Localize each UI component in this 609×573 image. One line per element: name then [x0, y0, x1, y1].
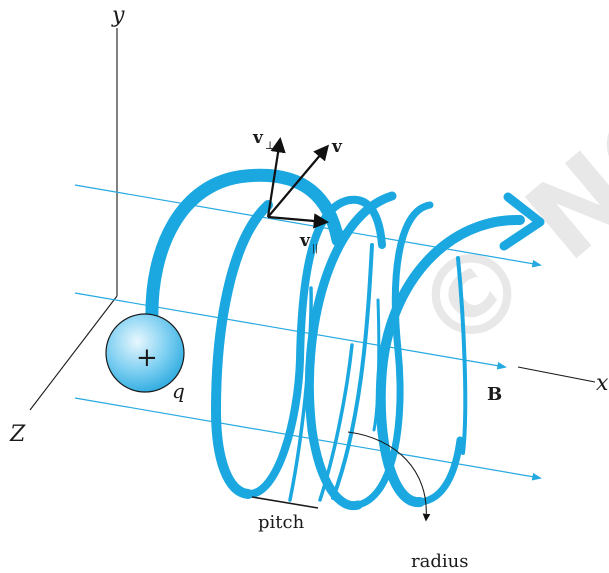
x-axis-label: x: [596, 371, 609, 396]
x-axis-line: [517, 366, 596, 383]
field-line-top: [74, 184, 542, 268]
v-parallel-label: v ||: [299, 231, 318, 254]
v-perp-arrow: [266, 136, 286, 218]
field-label: B: [487, 384, 502, 405]
pitch-marker: [251, 496, 319, 509]
sphere-icon: [105, 313, 185, 393]
helix-turn-4-tail: [416, 436, 464, 506]
helix-front: [145, 168, 545, 511]
helix-turn-1-front: [211, 200, 273, 499]
v-parallel-label-base: v: [299, 231, 311, 251]
watermark: © NCERT be: [389, 0, 609, 380]
v-perp-label: v ⊥: [252, 128, 275, 152]
charge-particle: +: [105, 313, 185, 393]
z-axis-line: [29, 295, 118, 411]
axes: [29, 28, 596, 411]
helix-arrowhead: [499, 192, 545, 251]
helix-turn-3-front: [304, 191, 397, 511]
z-axis-label: Z: [9, 422, 26, 447]
charge-label: q: [172, 379, 185, 403]
field-line-bottom: [74, 397, 542, 481]
helix-turn-1-top: [145, 168, 345, 327]
v-perp-label-base: v: [252, 128, 264, 148]
helix-back-strand-4: [456, 256, 468, 455]
velocity-vectors: [266, 136, 330, 229]
radius-pointer: [347, 431, 431, 522]
pitch-label: pitch: [258, 512, 305, 533]
y-axis-label: y: [111, 3, 125, 28]
helix-turn-3-back: [354, 201, 434, 509]
v-perp-label-sub: ⊥: [265, 139, 275, 152]
watermark-text: © NCERT be: [389, 0, 609, 380]
charge-sign: +: [136, 343, 158, 373]
helix-turn-4-front: [375, 214, 525, 507]
radius-label: radius: [411, 551, 468, 572]
helix-back-strand-1: [331, 243, 374, 500]
v-total-label: v: [331, 137, 343, 157]
v-total-arrow: [267, 144, 329, 218]
v-parallel-label-sub: ||: [312, 244, 318, 254]
v-parallel-arrow: [267, 213, 330, 229]
